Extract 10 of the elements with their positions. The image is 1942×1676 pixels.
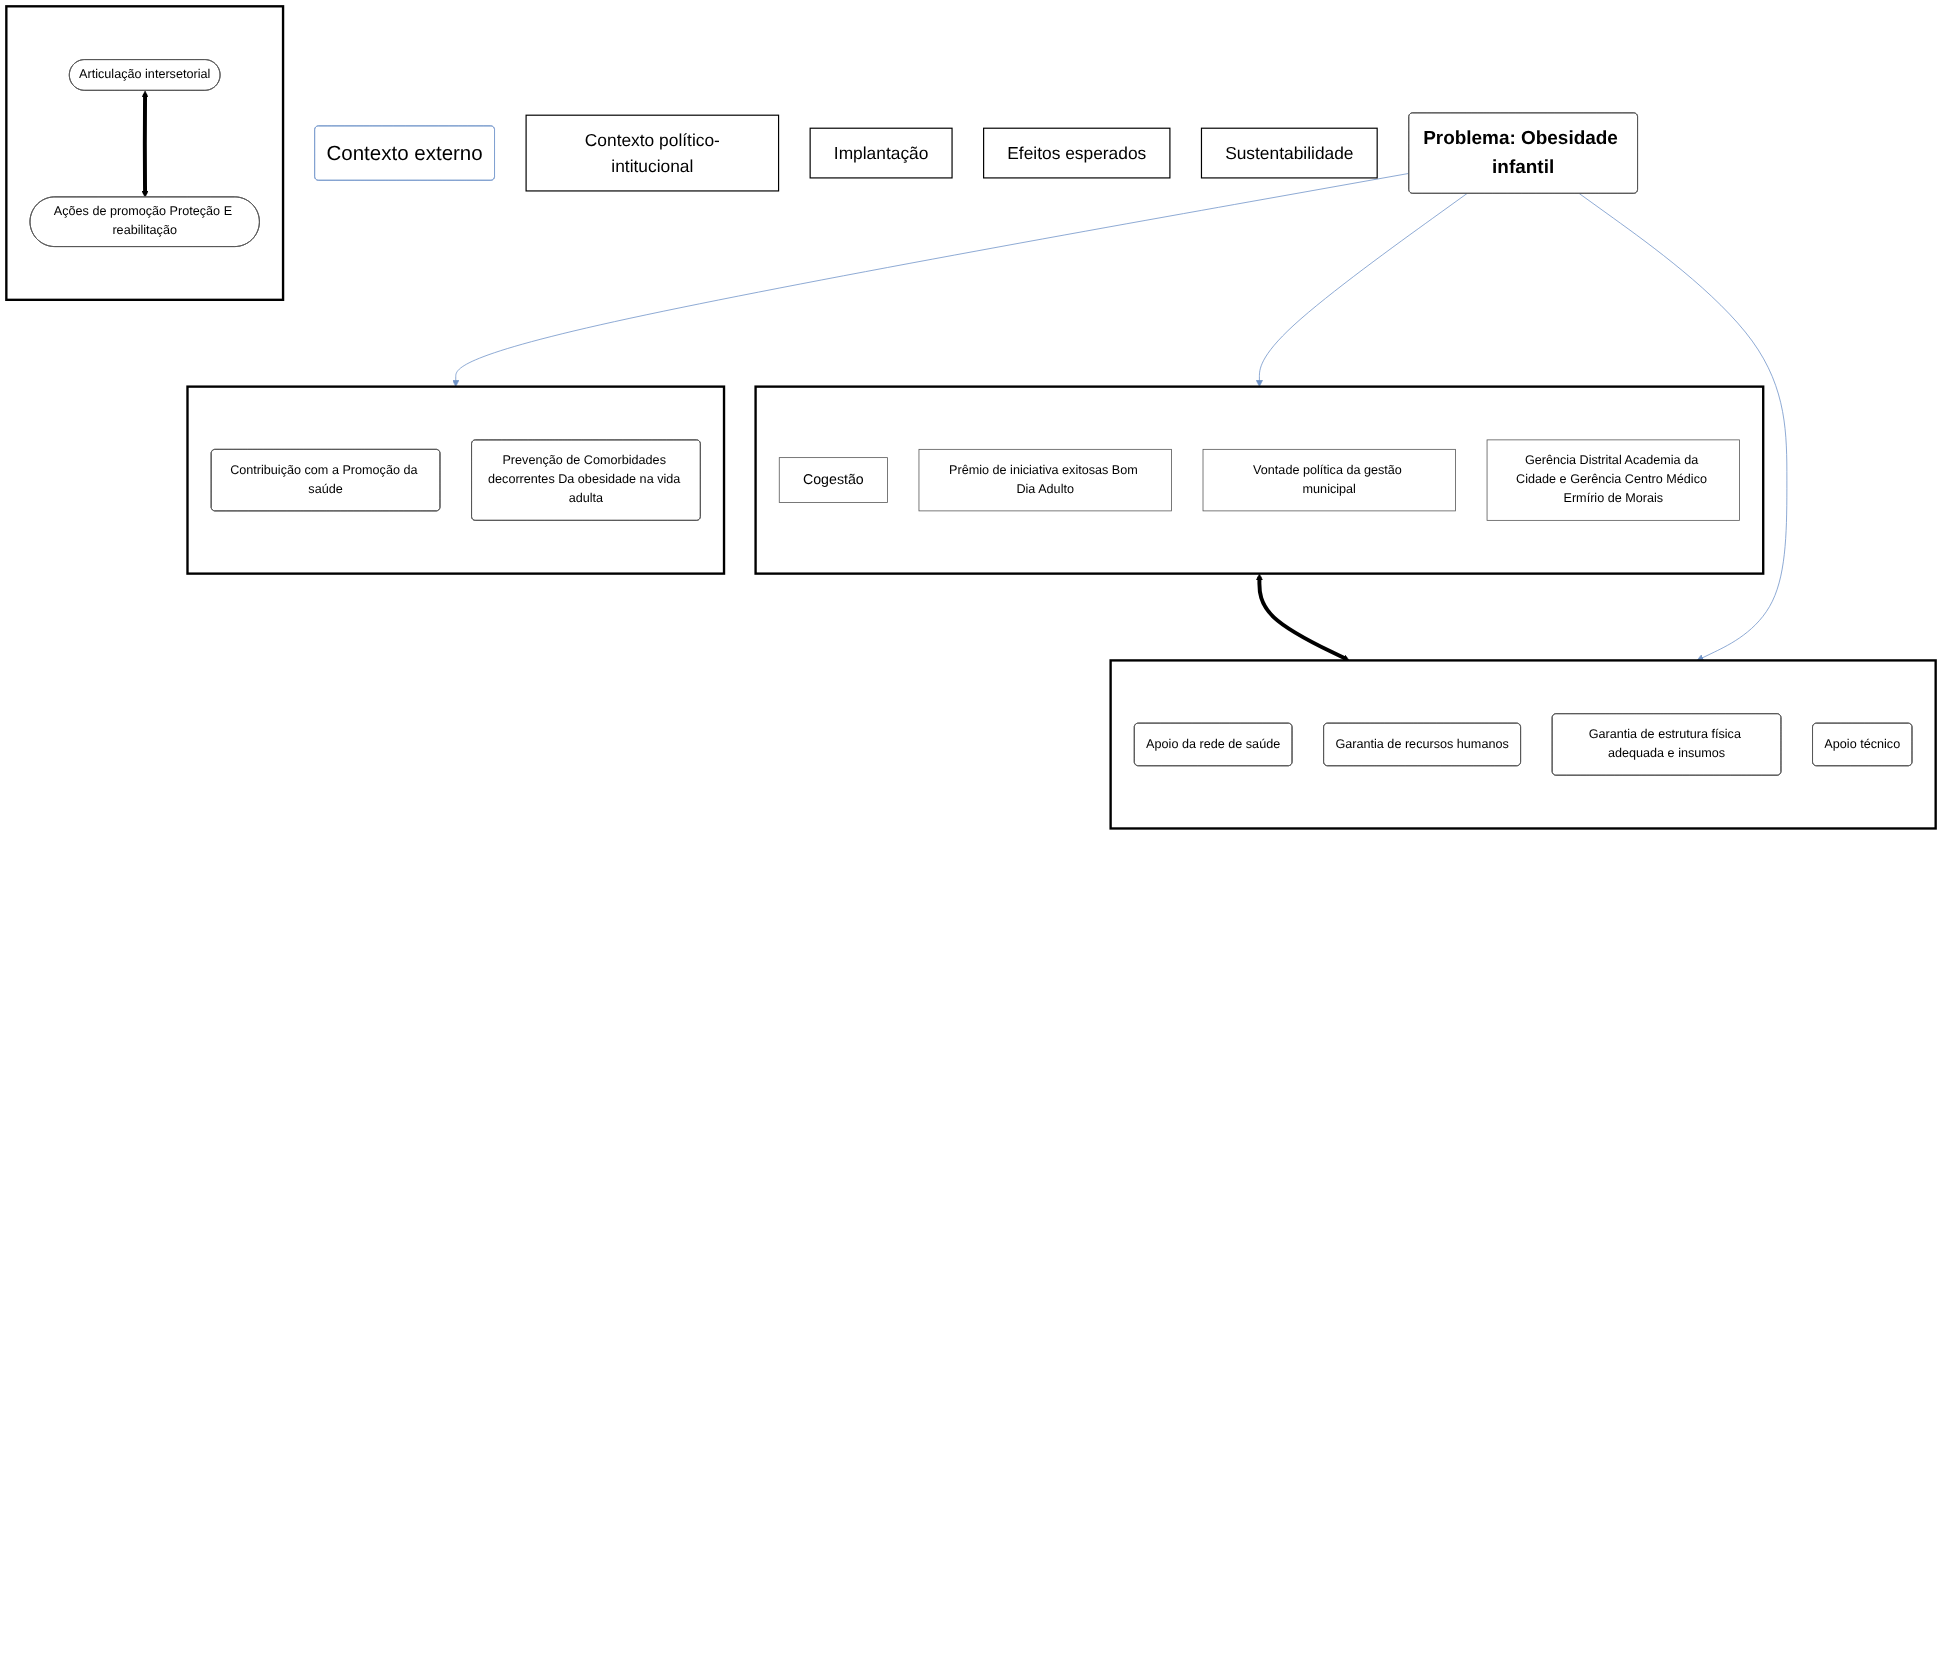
node-box: Contexto político-intitucional bbox=[525, 114, 780, 192]
node-box: Efeitos esperados bbox=[983, 127, 1171, 179]
cluster bbox=[186, 385, 726, 575]
cluster bbox=[1109, 659, 1937, 830]
cluster bbox=[754, 385, 1765, 575]
arrow bbox=[1255, 573, 1350, 661]
node-box: Implantação bbox=[809, 127, 953, 179]
node-box: Sustentabilidade bbox=[1200, 127, 1378, 179]
cluster bbox=[5, 5, 285, 301]
arrow bbox=[141, 90, 149, 198]
